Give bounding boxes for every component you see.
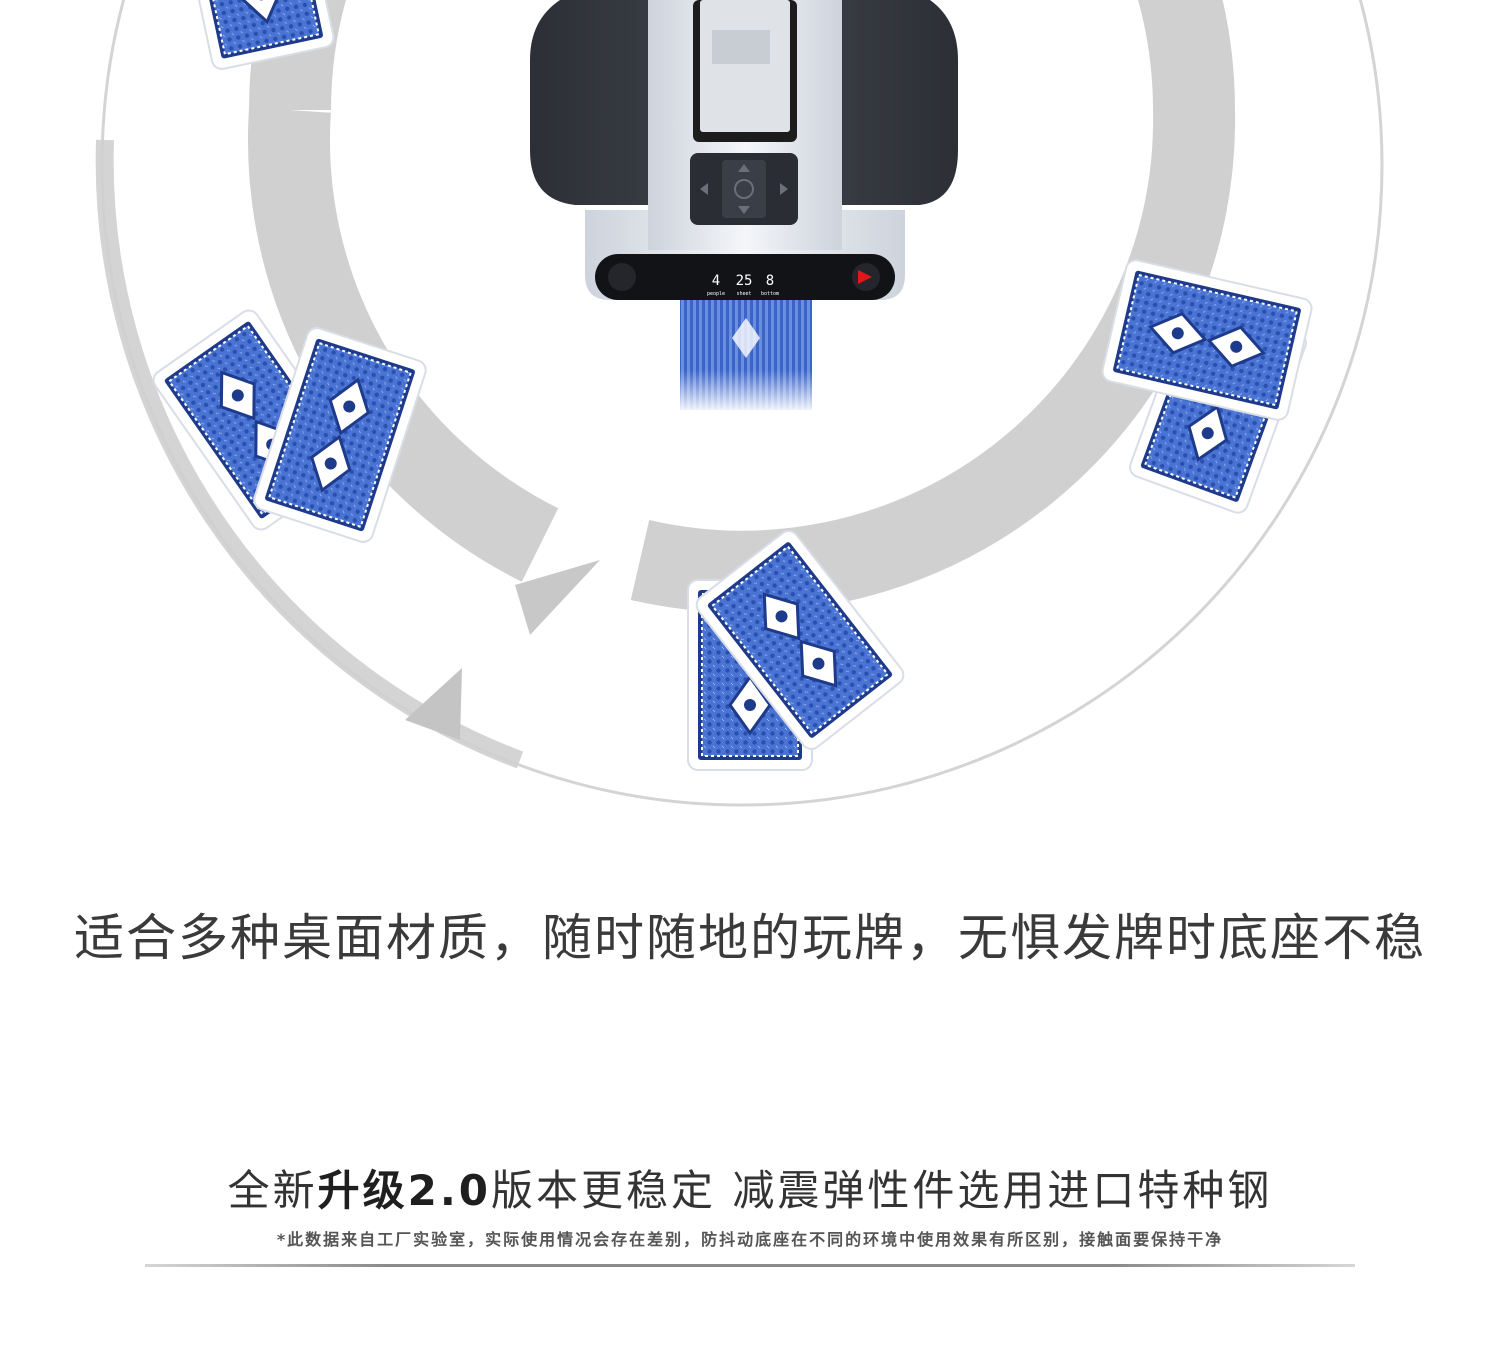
headline-bold: 升级2.0 (317, 1166, 492, 1215)
nav-left-icon (700, 183, 708, 195)
counter-display-bar (595, 254, 895, 300)
counter-value-bottom: 8 (766, 273, 774, 289)
disclaimer: *此数据来自工厂实验室，实际使用情况会存在差别，防抖动底座在不同的环境中使用效果… (276, 1230, 1224, 1249)
counter-value-sheet: 25 (736, 273, 753, 289)
tagline: 适合多种桌面材质，随时随地的玩牌，无惧发牌时底座不稳 (74, 909, 1426, 967)
counter-label-sheet: sheet (736, 291, 751, 297)
play-arrow-icon (858, 270, 872, 284)
divider-line (145, 1264, 1355, 1267)
headline-suffix: 版本更稳定 减震弹性件选用进口特种钢 (491, 1166, 1273, 1215)
counter-label-bottom: bottom (761, 291, 779, 297)
card-dealer-illustration: 4 25 8 people sheet bottom (95, 0, 1384, 807)
nav-up-icon (738, 164, 750, 172)
nav-down-icon (738, 206, 750, 214)
headline: 全新升级2.0版本更稳定 减震弹性件选用进口特种钢 (0, 1157, 1500, 1218)
keypad-center-icon (734, 179, 754, 199)
lower-arc (95, 139, 524, 769)
rotation-arrow-head (515, 560, 600, 635)
counter-value-people: 4 (712, 273, 720, 289)
card-dealer-machine: 4 25 8 people sheet bottom (530, 0, 958, 414)
rotation-arrow-band (249, 0, 1236, 613)
counter-label-people: people (707, 291, 725, 297)
lower-arrow-head (405, 668, 462, 740)
nav-right-icon (780, 183, 788, 195)
headline-prefix: 全新 (227, 1166, 318, 1215)
